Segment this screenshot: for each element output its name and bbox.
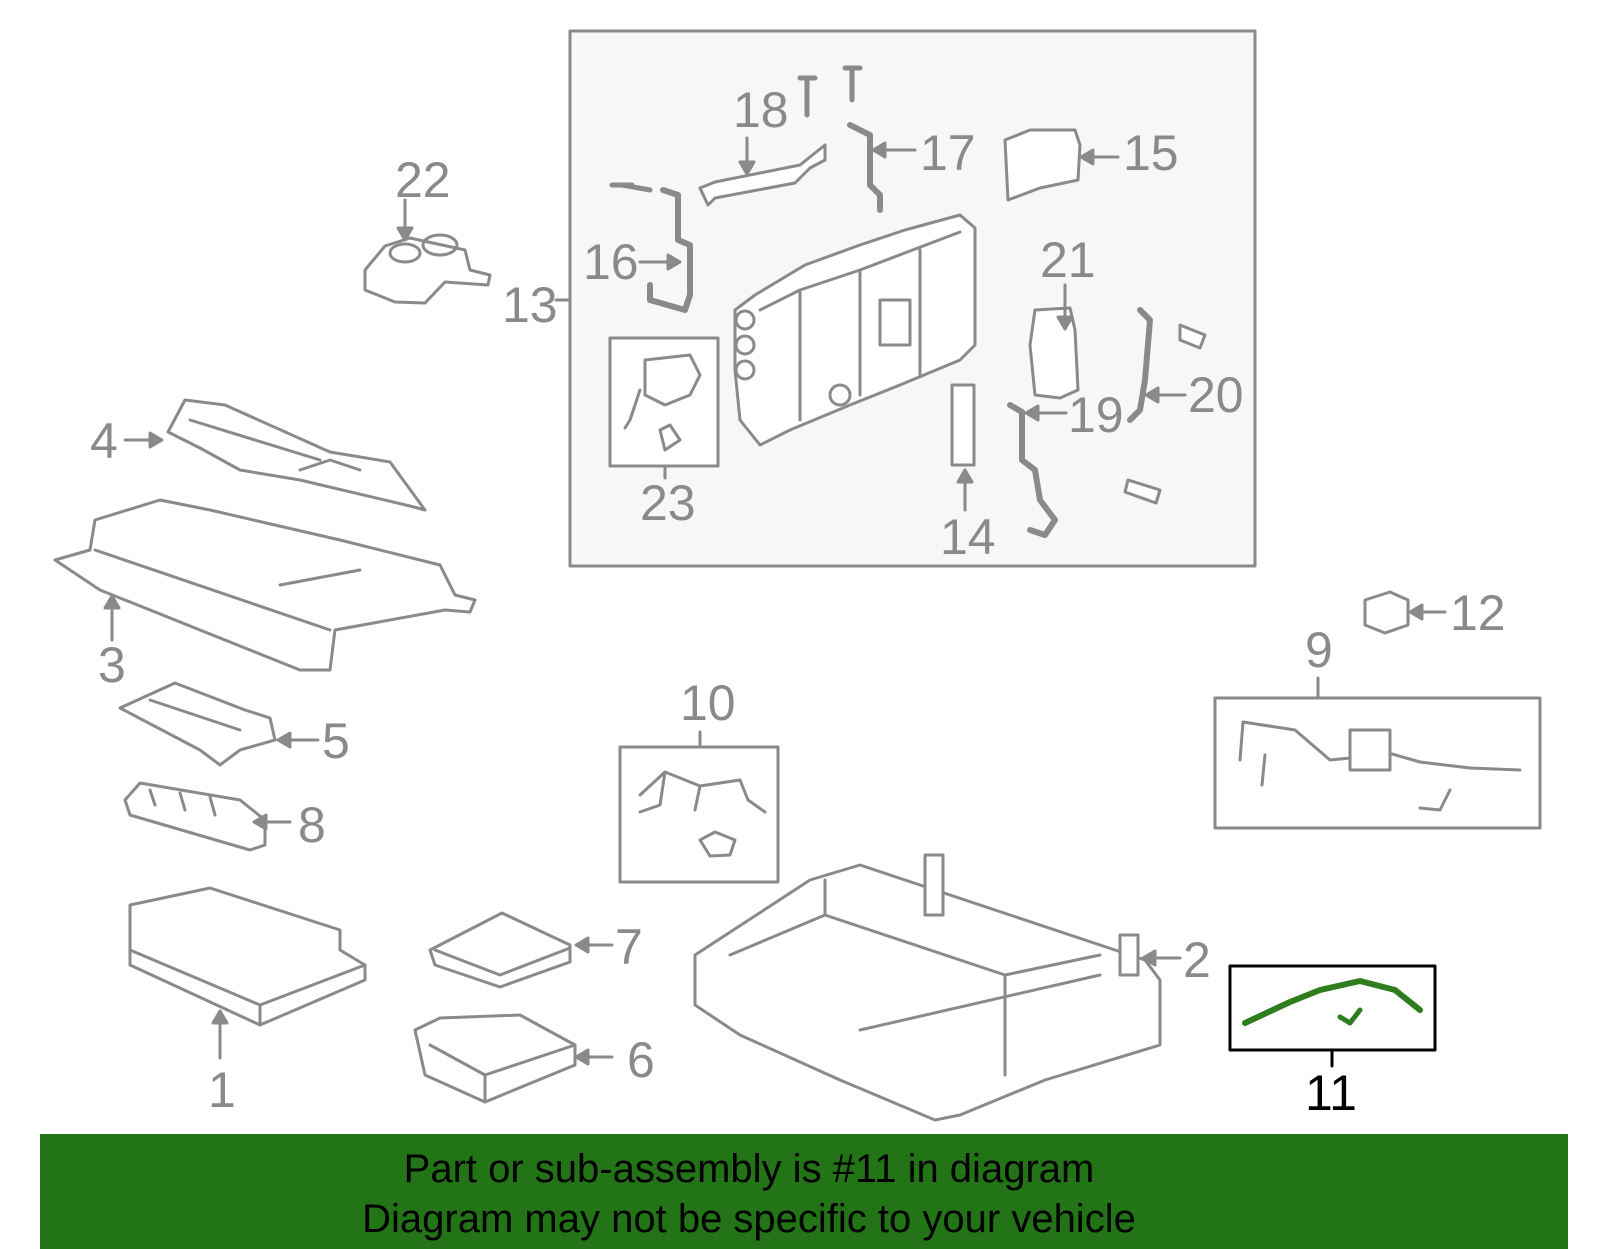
- part-5: [118, 681, 320, 767]
- part-label-2: 2: [1183, 932, 1211, 988]
- part-label-13: 13: [502, 277, 558, 333]
- part-7: [428, 911, 614, 989]
- part-label-1: 1: [208, 1062, 236, 1118]
- part-label-7: 7: [615, 919, 643, 975]
- part-12: [1363, 590, 1447, 635]
- part-23: [608, 336, 720, 480]
- part-label-5: 5: [322, 713, 350, 769]
- part-6: [413, 1013, 614, 1104]
- part-15: [1003, 128, 1120, 202]
- part-17: [847, 122, 917, 213]
- part-3: [53, 498, 477, 672]
- part-14: [950, 383, 976, 512]
- part-label-22: 22: [395, 152, 451, 208]
- part-label-18: 18: [733, 82, 789, 138]
- part-label-3: 3: [98, 637, 126, 693]
- part-label-11: 11: [1305, 1065, 1357, 1121]
- group-box-10: [618, 745, 780, 884]
- part-label-4: 4: [90, 413, 118, 469]
- part-label-20: 20: [1188, 367, 1244, 423]
- part-18: [698, 65, 863, 207]
- part-label-21: 21: [1040, 232, 1096, 288]
- part-8: [123, 781, 292, 852]
- part-label-15: 15: [1123, 125, 1179, 181]
- banner-line-2: Diagram may not be specific to your vehi…: [362, 1197, 1136, 1241]
- part-4: [123, 398, 427, 512]
- part-20: [1123, 307, 1207, 505]
- part-label-16: 16: [583, 234, 639, 290]
- part-label-6: 6: [627, 1032, 655, 1088]
- info-banner: Part or sub-assembly is #11 in diagram D…: [40, 1134, 1568, 1249]
- part-label-14: 14: [940, 509, 996, 565]
- part-10: [618, 730, 780, 884]
- part-9: [1213, 676, 1542, 830]
- part-label-9: 9: [1305, 622, 1333, 678]
- part-label-17: 17: [920, 125, 976, 181]
- part-16: [609, 182, 693, 313]
- part-label-12: 12: [1450, 585, 1506, 641]
- part-22: [363, 198, 492, 305]
- part-11: [1228, 964, 1437, 1068]
- banner-line-1: Part or sub-assembly is #11 in diagram: [403, 1147, 1095, 1191]
- part-1: [128, 886, 367, 1060]
- part-label-19: 19: [1068, 387, 1124, 443]
- part-label-23: 23: [640, 475, 696, 531]
- part-13-main: [733, 213, 977, 447]
- part-19: [1007, 402, 1068, 538]
- part-21: [1028, 283, 1080, 400]
- part-label-8: 8: [298, 797, 326, 853]
- part-label-10: 10: [680, 675, 736, 731]
- group-box-11: [1228, 964, 1437, 1052]
- part-2: [693, 853, 1182, 1122]
